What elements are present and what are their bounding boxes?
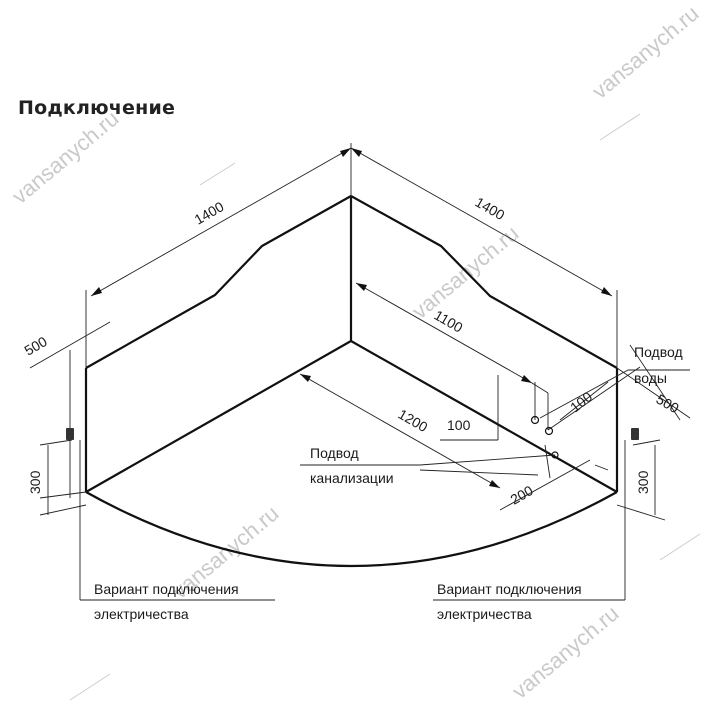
dim-left-height: 500 <box>22 333 50 359</box>
left-top-rim <box>85 195 352 369</box>
water-label-line1: Подвод <box>634 344 683 360</box>
watermarks: vansanych.ru vansanych.ru vansanych.ru v… <box>7 1 703 704</box>
dim-right-socket-height: 300 <box>635 470 651 494</box>
callout-labels: Подвод воды Подвод канализации Вариант п… <box>94 344 683 622</box>
page-title: Подключение <box>18 97 176 119</box>
dim-drain-offset-a: 100 <box>447 417 471 433</box>
right-socket <box>631 428 639 440</box>
watermark: vansanych.ru <box>587 1 703 104</box>
elec-left-label-line1: Вариант подключения <box>94 581 239 597</box>
drain-label-line2: канализации <box>310 470 394 486</box>
water-inlet-cold <box>544 426 554 436</box>
electric-sockets <box>66 428 639 440</box>
bathtub-body <box>84 195 619 567</box>
right-floor-edge <box>350 340 618 493</box>
dim-right-side: 1400 <box>473 194 508 224</box>
dim-left-side: 1400 <box>192 198 227 228</box>
water-label-line2: воды <box>634 370 667 386</box>
dim-right-height: 500 <box>654 391 682 417</box>
right-top-rim <box>350 195 618 369</box>
watermark: vansanych.ru <box>7 106 123 209</box>
front-apron-curve <box>85 491 618 567</box>
dim-inner-left: 1200 <box>396 406 431 436</box>
dim-inner-right: 1100 <box>432 307 466 336</box>
drain-outlet <box>551 451 559 459</box>
elec-right-label-line2: электричества <box>437 606 532 622</box>
dimension-lines <box>29 143 691 601</box>
left-socket <box>66 428 74 440</box>
elec-right-label-line1: Вариант подключения <box>437 581 582 597</box>
arrowheads <box>91 148 612 488</box>
elec-left-label-line2: электричества <box>94 606 189 622</box>
outlets <box>530 415 559 459</box>
left-floor-edge <box>85 340 352 493</box>
drain-label-line1: Подвод <box>310 445 359 461</box>
dim-left-socket-height: 300 <box>27 470 43 494</box>
water-inlet-hot <box>530 415 540 425</box>
